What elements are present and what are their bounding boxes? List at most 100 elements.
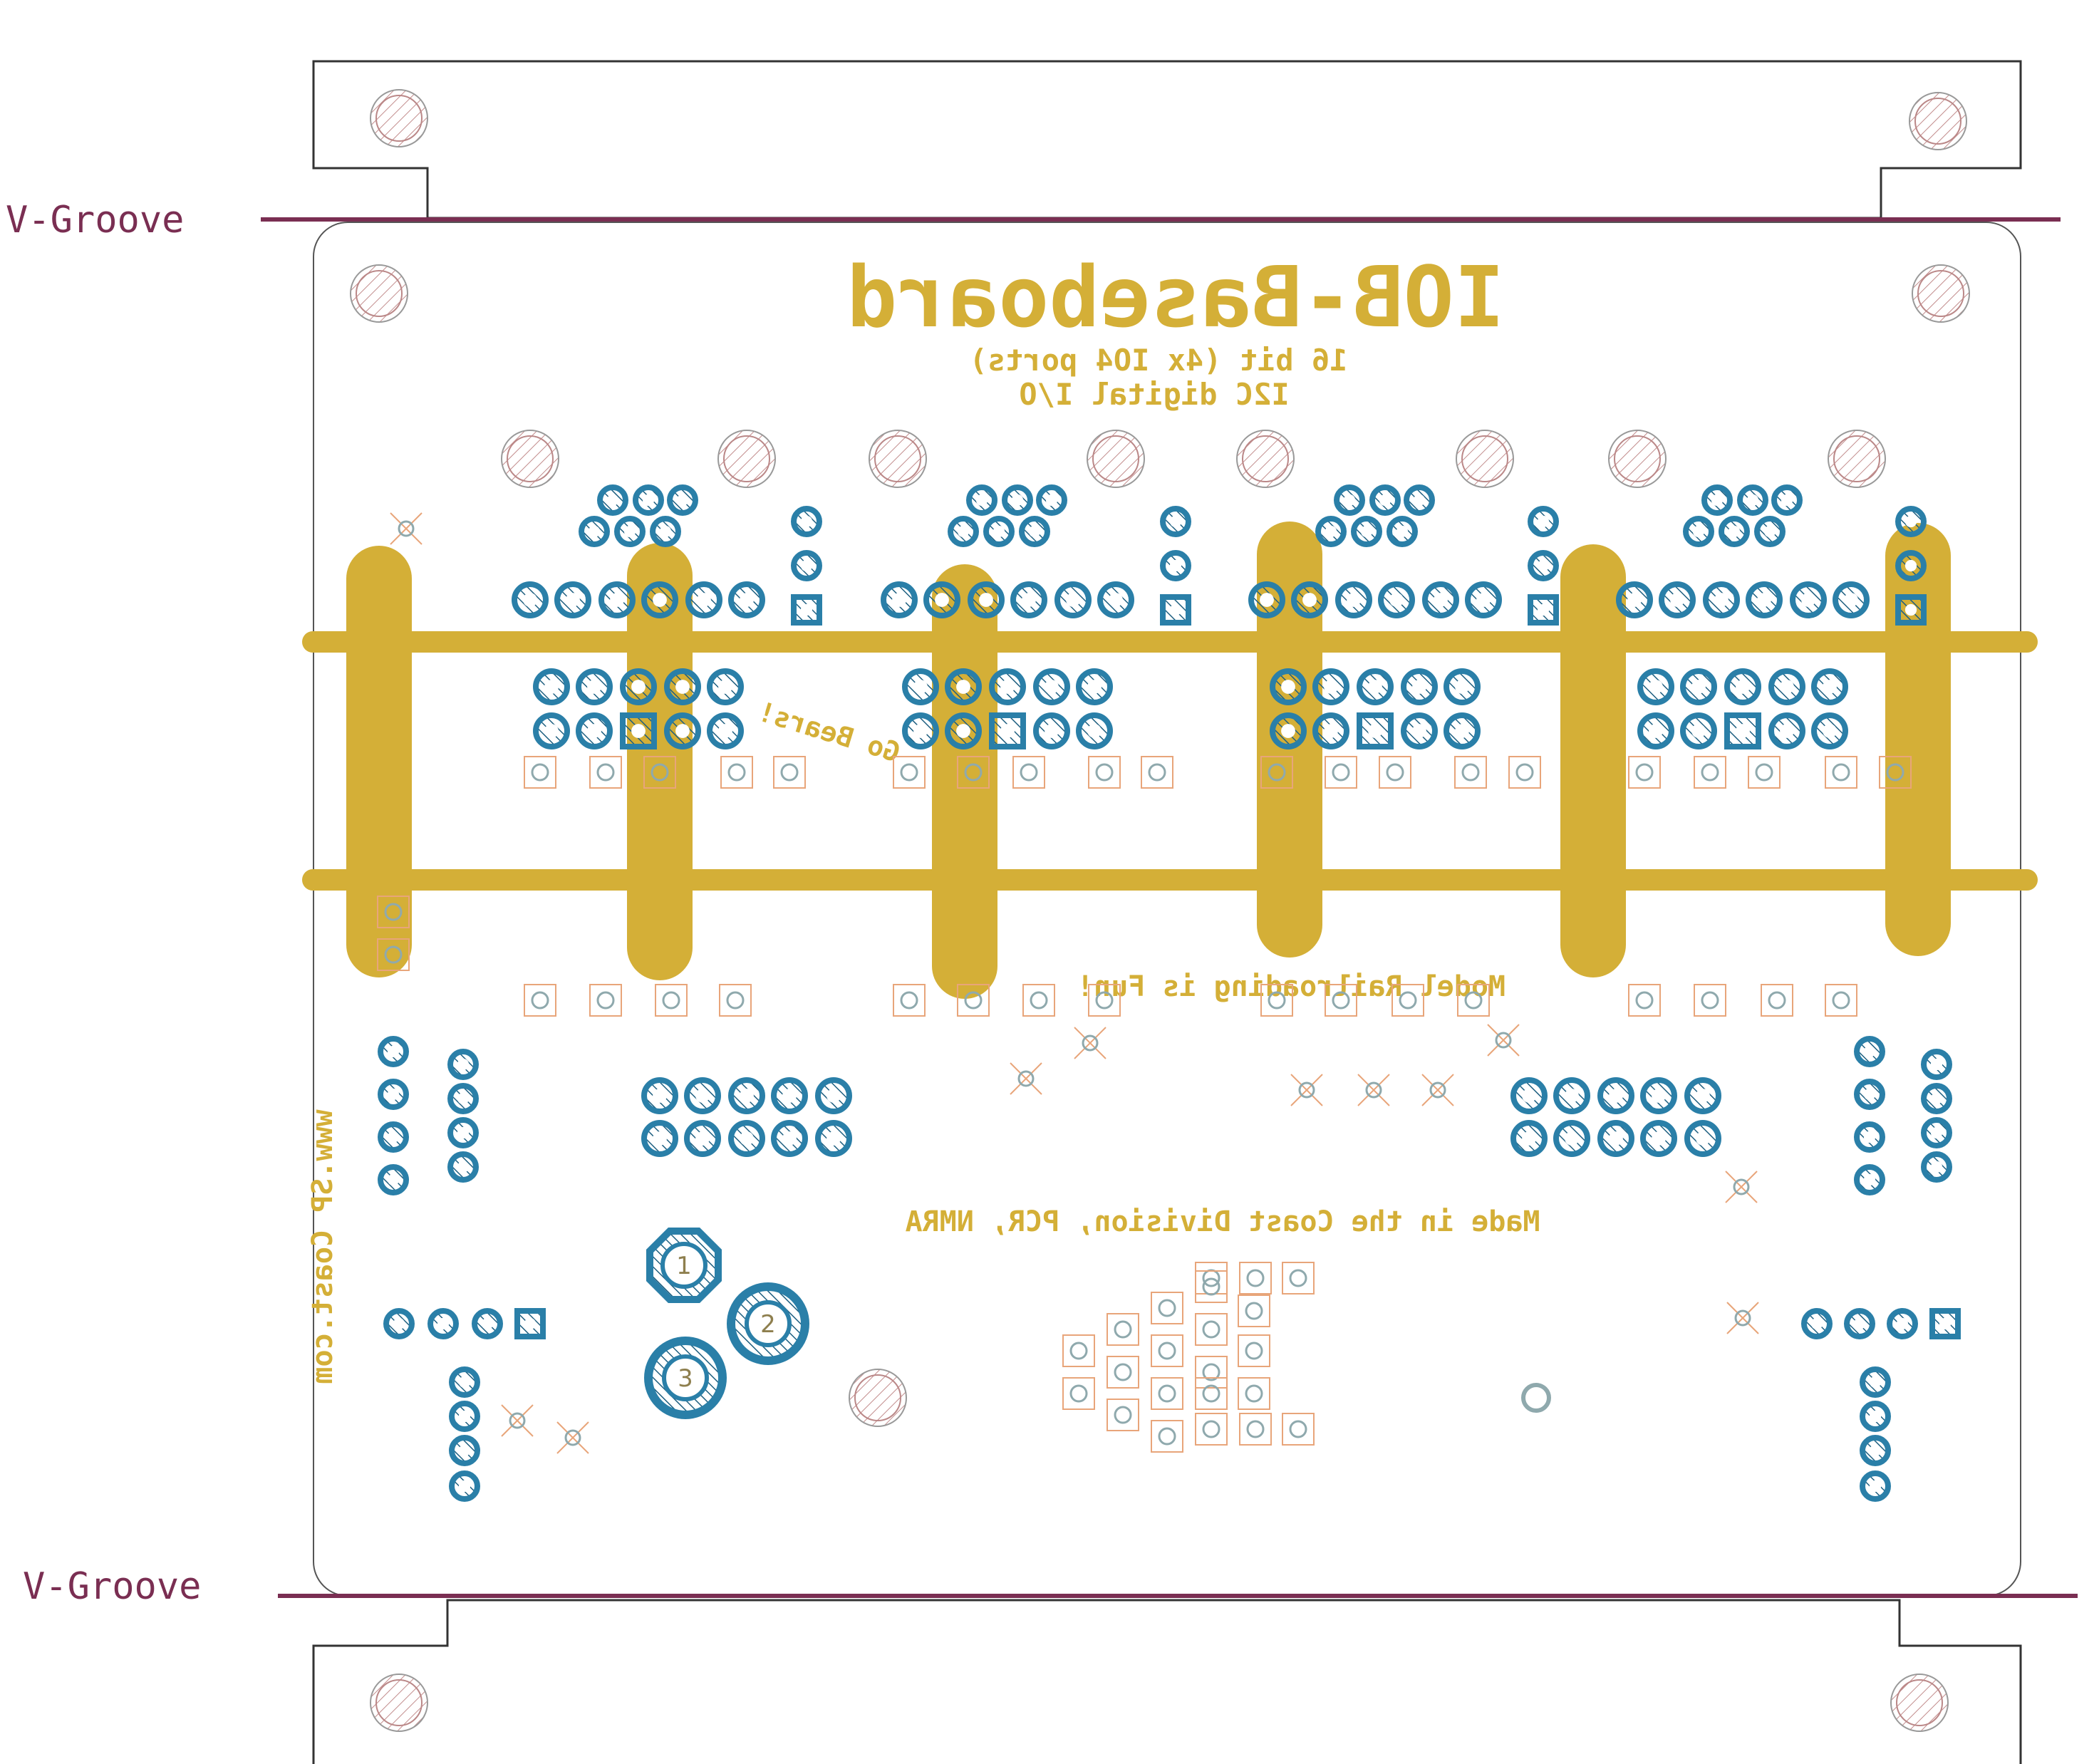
subtitle-line-1: 16 bit (4x IO4 ports) <box>969 343 1347 378</box>
round-pad <box>815 1120 852 1157</box>
smd-pad <box>1628 756 1661 789</box>
smd-pad <box>1195 1377 1228 1410</box>
via-cross <box>1726 1302 1759 1334</box>
round-pad <box>902 712 939 749</box>
smd-pad <box>1106 1356 1139 1389</box>
round-pad <box>614 516 646 547</box>
round-pad <box>1640 1120 1677 1157</box>
via-cross <box>390 512 423 545</box>
round-pad <box>1357 668 1394 705</box>
credit-line: Made in the Coast Division, PCR, NMRA <box>905 1205 1540 1238</box>
round-pad <box>597 484 628 516</box>
round-pad <box>1768 668 1805 705</box>
round-pad <box>1076 712 1113 749</box>
round-pad <box>1811 668 1848 705</box>
round-pad <box>791 550 822 581</box>
top-rail-outline <box>312 60 2022 219</box>
smd-pad <box>1694 984 1726 1017</box>
round-pad <box>1921 1049 1952 1080</box>
square-pad <box>1929 1308 1961 1339</box>
round-pad <box>449 1401 480 1432</box>
power-pad-1-label: 1 <box>676 1252 692 1280</box>
silkscreen-bars <box>302 522 2038 999</box>
smd-pad <box>719 984 752 1017</box>
via-cross <box>1357 1074 1390 1106</box>
round-pad <box>1315 516 1347 547</box>
round-pad <box>1510 1120 1548 1157</box>
round-pad <box>945 668 982 705</box>
mounting-hole <box>1912 264 1970 323</box>
round-pad <box>620 668 657 705</box>
round-pad <box>1270 712 1307 749</box>
smd-pad <box>893 984 926 1017</box>
round-pad <box>554 581 591 618</box>
square-pad <box>1160 594 1191 626</box>
round-pad <box>1887 1308 1918 1339</box>
smd-pad <box>1088 756 1121 789</box>
round-pad <box>1921 1083 1952 1114</box>
smd-pad <box>1282 1262 1315 1295</box>
smd-pad <box>1508 756 1541 789</box>
round-pad <box>728 1120 765 1157</box>
mounting-holes <box>350 89 1970 1732</box>
round-pad <box>815 1077 852 1114</box>
via-cross <box>1290 1074 1323 1106</box>
smd-pad <box>377 938 410 971</box>
round-pad <box>598 581 636 618</box>
round-pad <box>378 1164 409 1195</box>
square-pad <box>1528 594 1559 626</box>
smd-pad <box>893 756 926 789</box>
round-pad <box>983 516 1015 547</box>
round-pad <box>378 1036 409 1067</box>
mounting-hole <box>370 89 428 147</box>
round-pad <box>707 668 744 705</box>
round-pad <box>1921 1151 1952 1183</box>
round-pad <box>576 668 613 705</box>
smd-pad <box>1748 756 1781 789</box>
round-pad <box>449 1366 480 1398</box>
round-pad <box>948 516 979 547</box>
round-pad <box>447 1117 479 1148</box>
board-outline <box>313 222 2021 1597</box>
round-pad <box>1160 506 1191 537</box>
round-pad <box>1291 581 1328 618</box>
round-pad <box>1335 581 1372 618</box>
smd-pad <box>589 756 622 789</box>
smd-pad <box>1151 1334 1183 1367</box>
smd-pad <box>1379 756 1411 789</box>
round-pad <box>447 1049 479 1080</box>
round-pad <box>1036 484 1067 516</box>
smd-pad <box>1694 756 1726 789</box>
round-pad <box>427 1308 459 1339</box>
mounting-hole <box>717 430 776 488</box>
round-pad <box>579 516 610 547</box>
round-pad <box>1790 581 1827 618</box>
round-pad <box>1771 484 1803 516</box>
round-pad <box>1801 1308 1833 1339</box>
round-pad <box>966 484 997 516</box>
round-pad <box>1528 550 1559 581</box>
round-pad <box>728 581 765 618</box>
via-cross <box>1487 1024 1520 1057</box>
square-pad <box>620 712 657 749</box>
round-pad <box>1680 668 1717 705</box>
round-pad <box>1334 484 1365 516</box>
mounting-hole <box>1828 430 1886 488</box>
via-cross <box>501 1404 534 1437</box>
smd-pad <box>1825 984 1857 1017</box>
round-pad <box>1553 1077 1590 1114</box>
round-pad <box>684 1077 721 1114</box>
round-pad <box>1422 581 1459 618</box>
round-pad <box>1811 712 1848 749</box>
round-pad <box>1378 581 1415 618</box>
round-pad <box>1097 581 1134 618</box>
round-pad <box>533 668 570 705</box>
round-pad <box>1683 516 1714 547</box>
round-pad <box>1528 506 1559 537</box>
round-pad <box>1312 712 1349 749</box>
round-pad <box>1768 712 1805 749</box>
smd-pad <box>1151 1420 1183 1453</box>
round-pad <box>1597 1077 1634 1114</box>
round-pad <box>1404 484 1435 516</box>
